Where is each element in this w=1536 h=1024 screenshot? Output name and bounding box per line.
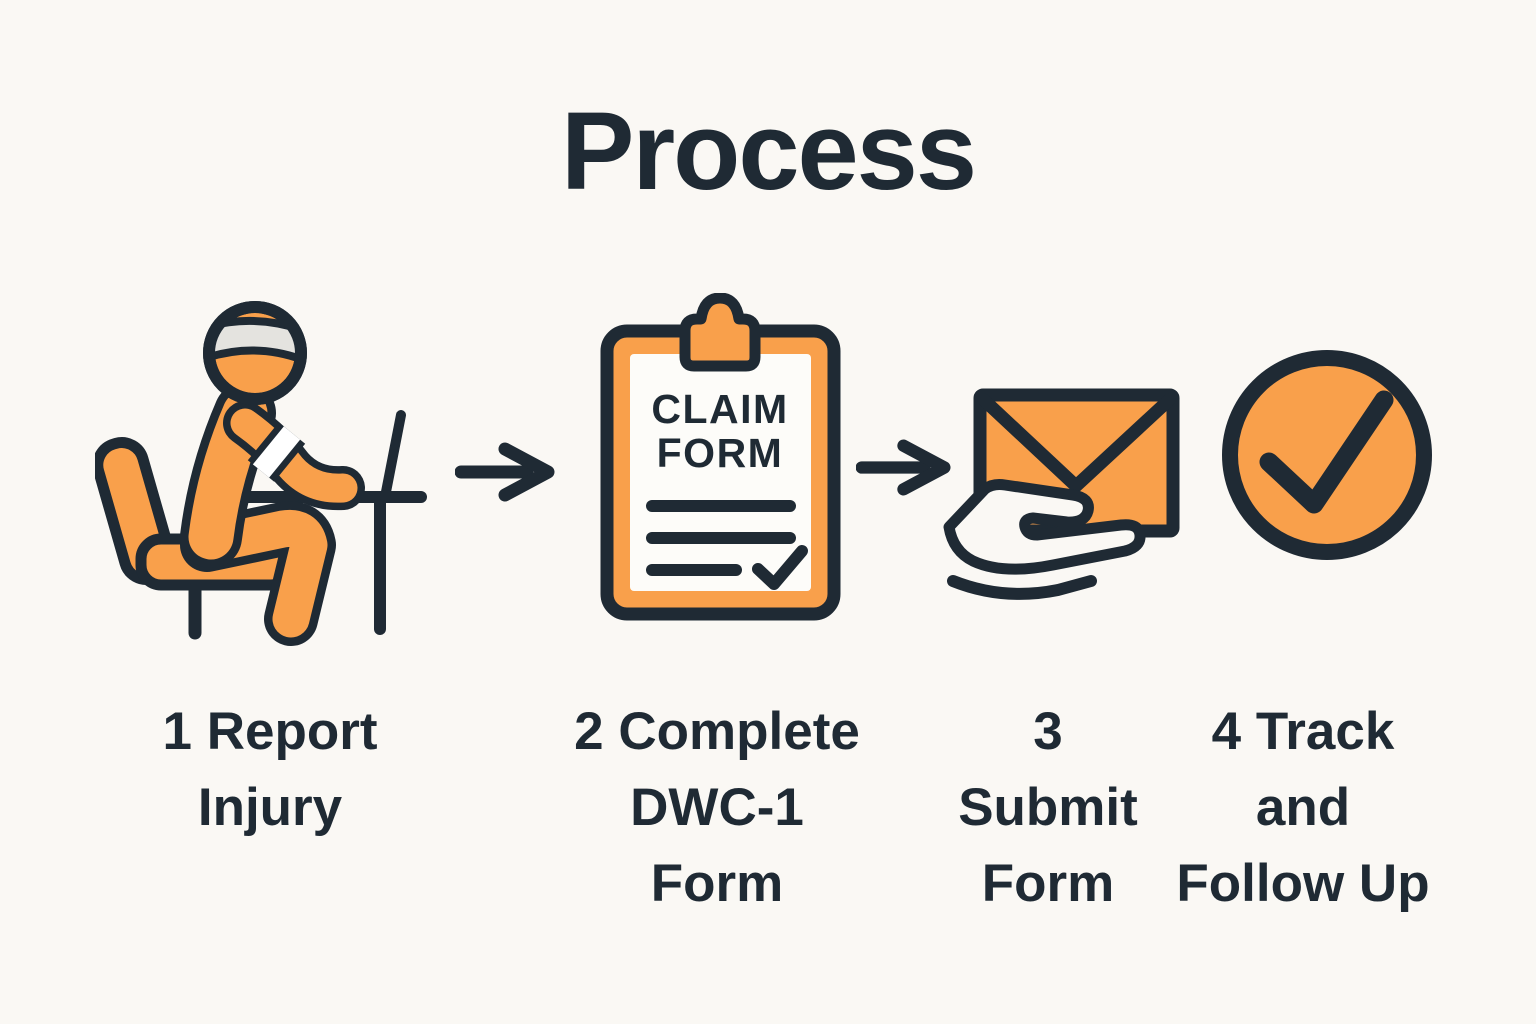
claim-form-clipboard-icon: CLAIM FORM [598,293,843,623]
step-label-track-follow-up: 4 Track and Follow Up [1176,702,1430,913]
clipboard-clip [679,293,761,372]
form-checkmark [752,545,808,590]
step-label-report-injury: 1 Report Injury [162,702,378,837]
step-label-complete-dwc1-form: 2 Complete DWC-1 Form [574,702,860,913]
page-title: Process [560,90,977,213]
check-circle [1222,350,1432,560]
right-arrow-icon [455,442,555,502]
checkmark-circle-icon [1212,342,1442,572]
hand [943,479,1146,575]
right-arrow-icon [856,439,951,496]
injured-worker-at-desk-icon [95,283,445,658]
clipboard-paper [630,354,811,591]
right-arrow-icon [455,441,555,503]
checkmark-circle-icon [1222,350,1432,560]
wrist-line [947,575,1097,600]
hand-submitting-envelope-icon [943,388,1180,600]
step-label-submit-form: 3 Submit Form [958,702,1138,913]
claim-form-clipboard-icon: CLAIM FORM [600,293,841,621]
claim-form-text-line1: CLAIM [651,386,788,432]
head-bandage [209,316,301,365]
monitor-screen [380,410,406,502]
right-arrow-icon [856,438,951,497]
envelope-flap [977,393,1176,493]
hand-submitting-envelope-icon [933,385,1183,620]
injured-worker-at-desk-icon [95,301,427,646]
claim-form-text-line2: FORM [657,430,784,476]
checkmark [1259,390,1394,514]
